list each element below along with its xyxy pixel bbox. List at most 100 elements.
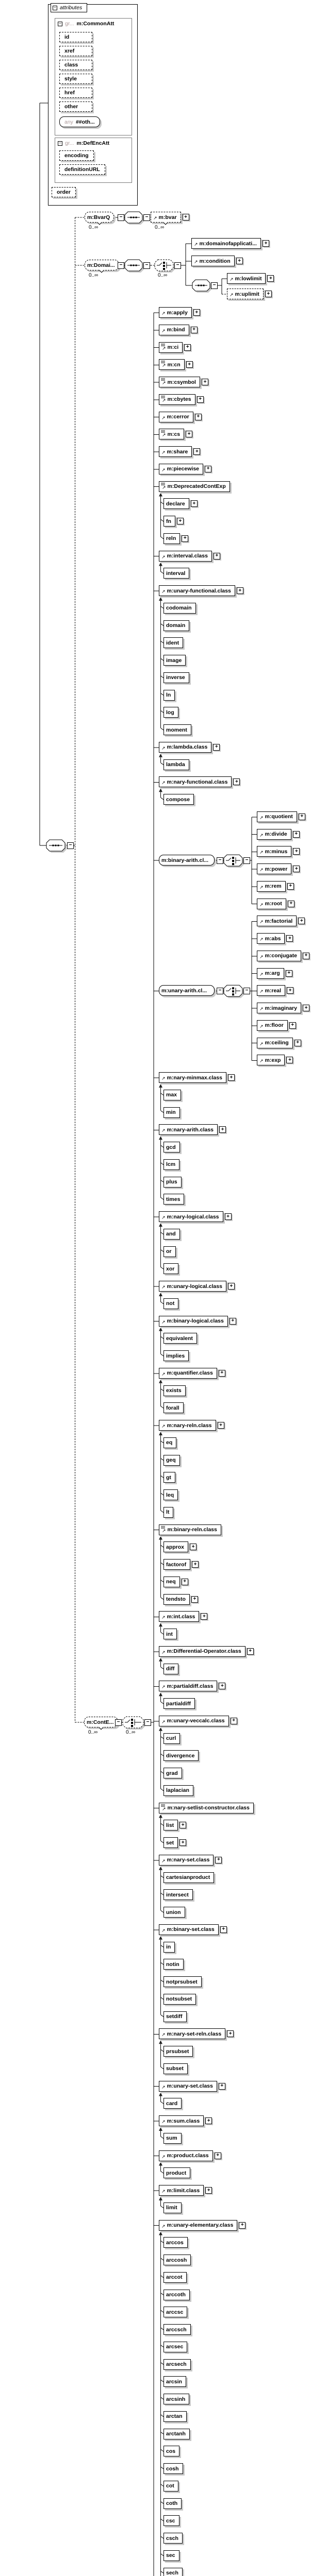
head-element-box[interactable]: ↗m:binary-reln.class	[159, 1524, 221, 1535]
member-box[interactable]: notin	[163, 1959, 184, 1970]
attribute-box[interactable]: definitionURL	[59, 164, 105, 175]
element-box[interactable]: ↗m:ceiling	[257, 1037, 293, 1048]
sequence-compositor[interactable]	[124, 259, 144, 273]
member-box[interactable]: not	[163, 1298, 179, 1309]
member-box[interactable]: cot	[163, 2480, 178, 2492]
member-box[interactable]: plus	[163, 1176, 182, 1188]
attribute-box[interactable]: href	[59, 88, 92, 98]
element-box[interactable]: ↗m:root	[257, 898, 286, 909]
member-box[interactable]: arccoth	[163, 2289, 190, 2300]
member-box[interactable]: int	[163, 1629, 177, 1639]
expand-button[interactable]: +	[215, 1856, 222, 1863]
member-box[interactable]: tendsto	[163, 1594, 190, 1605]
collapse-button[interactable]: −	[143, 214, 150, 221]
element-box[interactable]: ↗m:conjugate	[257, 950, 301, 961]
member-box[interactable]: forall	[163, 1402, 184, 1414]
member-box[interactable]: image	[163, 655, 186, 666]
member-box[interactable]: gt	[163, 1472, 175, 1483]
head-element-box[interactable]: ↗m:nary-functional.class	[159, 776, 232, 788]
member-box[interactable]: arctan	[163, 2411, 187, 2422]
expand-button[interactable]: +	[293, 866, 300, 872]
member-box[interactable]: arctanh	[163, 2428, 190, 2439]
expand-button[interactable]: +	[193, 309, 200, 316]
head-element-box[interactable]: ↗m:interval.class	[159, 550, 212, 562]
collapse-button[interactable]: −	[217, 857, 223, 864]
member-box[interactable]: cos	[163, 2446, 180, 2457]
element-box[interactable]: ↗m:apply	[159, 307, 192, 318]
member-box[interactable]: implies	[163, 1350, 189, 1361]
expand-button[interactable]: +	[197, 396, 204, 403]
member-box[interactable]: diff	[163, 1663, 179, 1674]
sequence-compositor[interactable]	[46, 839, 67, 853]
member-box[interactable]: setdiff	[163, 2011, 187, 2022]
expand-button[interactable]: +	[191, 1596, 198, 1603]
member-box[interactable]: lambda	[163, 759, 189, 770]
member-box[interactable]: arccosh	[163, 2255, 191, 2265]
collapse-button[interactable]: −	[118, 262, 124, 269]
member-box[interactable]: arccot	[163, 2272, 187, 2283]
member-box[interactable]: fn	[163, 516, 175, 527]
element-box[interactable]: ↗m:csymbol	[159, 377, 200, 387]
expand-button[interactable]: +	[205, 2187, 212, 2194]
element-box[interactable]: ↗m:real	[257, 985, 286, 996]
element-box[interactable]: ↗m:factorial	[257, 916, 297, 927]
member-box[interactable]: arccsch	[163, 2324, 191, 2335]
member-box[interactable]: exists	[163, 1385, 186, 1396]
collapse-button[interactable]: −	[217, 987, 223, 994]
attribute-box[interactable]: class	[59, 60, 92, 70]
expand-button[interactable]: +	[179, 1839, 187, 1846]
member-box[interactable]: factorof	[163, 1559, 191, 1570]
expand-button[interactable]: +	[217, 1422, 224, 1429]
member-box[interactable]: and	[163, 1228, 180, 1240]
expand-button[interactable]: +	[179, 1822, 187, 1829]
expand-button[interactable]: +	[285, 970, 292, 977]
collapse-icon[interactable]: −	[58, 141, 62, 146]
member-box[interactable]: ident	[163, 637, 184, 649]
member-box[interactable]: partialdiff	[163, 1698, 195, 1709]
head-element-box[interactable]: ↗m:unary-logical.class	[159, 1281, 226, 1292]
expand-button[interactable]: +	[267, 275, 274, 282]
expand-button[interactable]: +	[292, 831, 300, 838]
expand-button[interactable]: +	[186, 361, 193, 368]
member-box[interactable]: prsubset	[163, 2046, 193, 2057]
head-element-box[interactable]: ↗m:unary-functional.class	[159, 585, 235, 596]
member-box[interactable]: grad	[163, 1768, 182, 1778]
head-element-box[interactable]: ↗m:nary-minmax.class	[159, 1072, 226, 1083]
head-element-box[interactable]: ↗m:unary-elementary.class	[159, 2219, 238, 2231]
element-box[interactable]: ↗m:arg	[257, 968, 284, 979]
head-element-box[interactable]: ↗m:int.class	[159, 1611, 200, 1622]
member-box[interactable]: set	[163, 1837, 178, 1848]
member-box[interactable]: domain	[163, 620, 190, 631]
expand-button[interactable]: +	[176, 518, 184, 524]
expand-button[interactable]: +	[230, 1717, 237, 1724]
member-box[interactable]: lt	[163, 1506, 174, 1518]
expand-button[interactable]: +	[190, 1544, 197, 1551]
member-box[interactable]: eq	[163, 1437, 177, 1448]
member-box[interactable]: geq	[163, 1454, 180, 1466]
member-box[interactable]: arcsinh	[163, 2394, 190, 2404]
head-element-box[interactable]: ↗m:nary-set.class	[159, 1854, 214, 1866]
element-box[interactable]: ↗m:condition	[191, 256, 235, 266]
expand-button[interactable]: +	[224, 1213, 232, 1220]
head-element-box[interactable]: ↗m:binary-set.class	[159, 1924, 219, 1935]
element-box[interactable]: ↗m:abs	[257, 933, 285, 944]
member-box[interactable]: gcd	[163, 1142, 180, 1153]
expand-button[interactable]: +	[182, 214, 189, 221]
member-box[interactable]: lcm	[163, 1159, 180, 1170]
element-box[interactable]: ↗m:bind	[159, 324, 189, 335]
head-element-box[interactable]: ↗m:unary-veccalc.class	[159, 1715, 229, 1726]
head-element-box[interactable]: ↗m:sum.class	[159, 2115, 204, 2126]
element-box[interactable]: ↗m:cerror	[159, 411, 193, 422]
member-box[interactable]: curl	[163, 1733, 181, 1744]
member-box[interactable]: product	[163, 2167, 191, 2179]
expand-button[interactable]: +	[286, 935, 293, 942]
expand-button[interactable]: +	[262, 240, 269, 247]
expand-button[interactable]: +	[190, 500, 198, 507]
head-element-box[interactable]: ↗m:nary-set-reln.class	[159, 2028, 226, 2040]
head-element-box[interactable]: ↗m:limit.class	[159, 2185, 204, 2196]
expand-button[interactable]: +	[298, 813, 305, 820]
attribute-box[interactable]: xref	[59, 46, 92, 56]
group-box[interactable]: m:Domai...	[85, 260, 119, 273]
expand-button[interactable]: +	[218, 2082, 225, 2090]
member-box[interactable]: sech	[163, 2567, 183, 2576]
